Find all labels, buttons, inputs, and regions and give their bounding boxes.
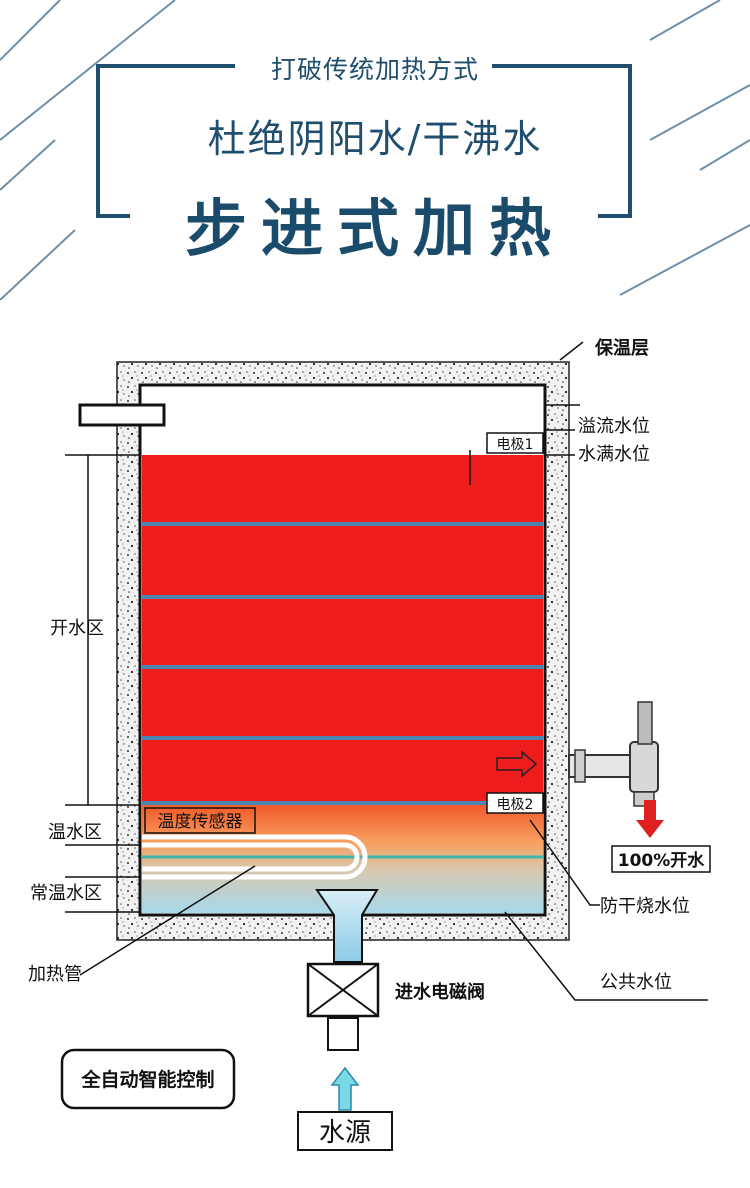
auto-control-label: 全自动智能控制 bbox=[80, 1068, 214, 1091]
normal-zone-label: 常温水区 bbox=[30, 883, 102, 904]
water-source-box bbox=[297, 1111, 393, 1151]
header-frame bbox=[0, 0, 750, 301]
deco-line bbox=[0, 0, 61, 61]
electrode2-box bbox=[486, 792, 544, 814]
electrode1-label: 电极1 bbox=[497, 437, 534, 453]
boiling-zone-label: 开水区 bbox=[50, 618, 104, 639]
temp-sensor-box bbox=[144, 807, 256, 834]
arrow-down-icon bbox=[636, 800, 664, 838]
boiler-diagram: 电极1 电极2 温度传感器 100%开水 全自动智能控制 水源 保温层 溢流水位… bbox=[0, 300, 750, 1184]
frame-left bbox=[96, 64, 235, 218]
common-level-label: 公共水位 bbox=[600, 972, 672, 993]
temp-sensor-label: 温度传感器 bbox=[158, 812, 243, 832]
deco-line bbox=[699, 139, 750, 171]
header-tagline: 杜绝阴阳水/干沸水 bbox=[207, 117, 543, 161]
heating-tube-inner bbox=[142, 842, 360, 872]
header-title: 步进式加热 bbox=[184, 192, 565, 265]
warm-zone-label: 温水区 bbox=[48, 822, 102, 843]
heating-tube-label: 加热管 bbox=[28, 964, 82, 985]
inlet-stub bbox=[327, 1017, 359, 1051]
electrode1-box bbox=[486, 432, 544, 454]
deco-line bbox=[649, 0, 721, 41]
deco-line bbox=[0, 229, 76, 301]
arrow-up-icon bbox=[330, 1066, 360, 1111]
outlet-box bbox=[611, 845, 711, 873]
deco-line bbox=[0, 139, 56, 191]
deco-line bbox=[649, 84, 750, 141]
inlet-pipe bbox=[315, 889, 379, 963]
frame-right bbox=[492, 64, 632, 218]
tank-lid bbox=[78, 403, 166, 427]
insulation-label: 保温层 bbox=[594, 337, 649, 359]
overflow-level-label: 溢流水位 bbox=[578, 416, 650, 437]
outlet-label: 100%开水 bbox=[618, 850, 706, 871]
boiler-svg: 电极1 电极2 温度传感器 100%开水 全自动智能控制 水源 保温层 溢流水位… bbox=[28, 337, 711, 1151]
flow-arrow-icon bbox=[496, 750, 538, 778]
header-subtitle: 打破传统加热方式 bbox=[270, 55, 479, 84]
outlet-faucet bbox=[568, 701, 659, 807]
hot-water-region bbox=[142, 455, 543, 805]
deco-line bbox=[0, 0, 176, 141]
anti-dry-level-label: 防干烧水位 bbox=[600, 896, 690, 917]
header-banner: 打破传统加热方式 杜绝阴阳水/干沸水 步进式加热 bbox=[0, 0, 750, 301]
full-level-label: 水满水位 bbox=[578, 444, 650, 465]
inlet-valve-label: 进水电磁阀 bbox=[395, 981, 485, 1003]
heating-tube bbox=[142, 834, 368, 880]
auto-control-box bbox=[60, 1048, 236, 1110]
leader-line bbox=[559, 341, 584, 361]
deco-line bbox=[619, 224, 750, 296]
water-source-label: 水源 bbox=[319, 1118, 371, 1148]
electrode2-label: 电极2 bbox=[497, 797, 534, 813]
